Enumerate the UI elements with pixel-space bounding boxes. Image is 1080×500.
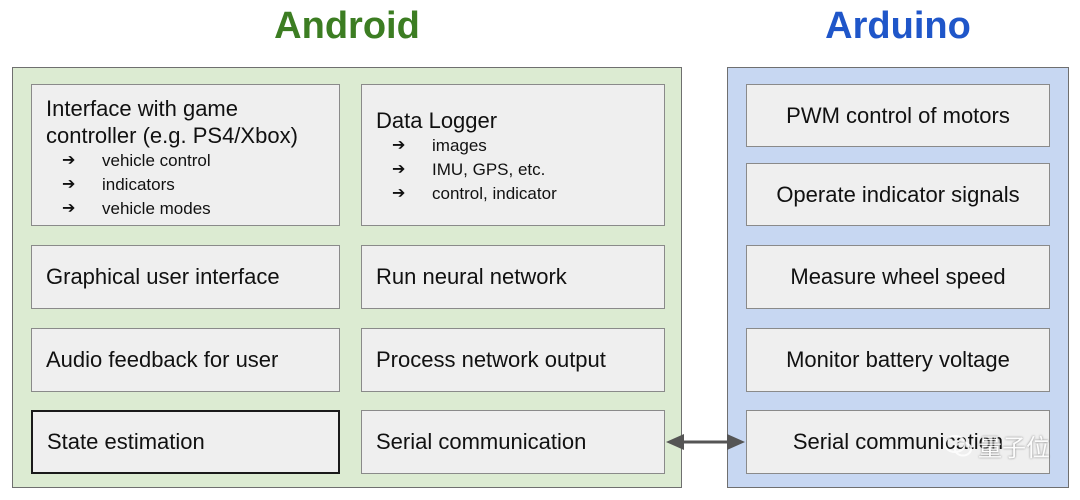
- arrow-icon: ➔: [62, 152, 76, 169]
- data-logger-list: ➔images ➔IMU, GPS, etc. ➔control, indica…: [376, 134, 650, 206]
- wheel-speed-box: Measure wheel speed: [746, 245, 1050, 309]
- arduino-serial-box: Serial communication: [746, 410, 1050, 474]
- game-controller-heading: Interface with game controller (e.g. PS4…: [46, 96, 298, 148]
- list-item: ➔vehicle modes: [46, 197, 325, 221]
- indicator-signals-label: Operate indicator signals: [776, 181, 1020, 207]
- arrowhead-left-icon: [666, 434, 684, 450]
- process-output-box: Process network output: [361, 328, 665, 392]
- watermark: 量子位: [944, 428, 1050, 463]
- state-estimation-box: State estimation: [31, 410, 340, 474]
- arrow-icon: ➔: [392, 185, 406, 202]
- arduino-serial-label: Serial communication: [792, 429, 1004, 454]
- gui-label: Graphical user interface: [46, 264, 280, 289]
- list-item: ➔control, indicator: [376, 182, 650, 206]
- gui-box: Graphical user interface: [31, 245, 340, 309]
- battery-voltage-label: Monitor battery voltage: [786, 347, 1010, 372]
- list-item: ➔indicators: [46, 173, 325, 197]
- list-item: ➔images: [376, 134, 650, 158]
- wheel-speed-label: Measure wheel speed: [790, 264, 1006, 289]
- neural-network-box: Run neural network: [361, 245, 665, 309]
- arrow-icon: ➔: [392, 137, 406, 154]
- battery-voltage-box: Monitor battery voltage: [746, 328, 1050, 392]
- game-controller-box: Interface with game controller (e.g. PS4…: [31, 84, 340, 226]
- neural-network-label: Run neural network: [376, 264, 567, 289]
- process-output-label: Process network output: [376, 347, 606, 372]
- arduino-title: Arduino: [825, 5, 971, 47]
- audio-feedback-label: Audio feedback for user: [46, 347, 279, 372]
- list-item: ➔vehicle control: [46, 149, 325, 173]
- pwm-label: PWM control of motors: [786, 102, 1010, 128]
- android-title: Android: [274, 5, 420, 47]
- arrow-icon: ➔: [62, 176, 76, 193]
- indicator-signals-box: Operate indicator signals: [746, 163, 1050, 226]
- state-estimation-label: State estimation: [47, 429, 205, 454]
- watermark-text: 量子位: [978, 435, 1050, 462]
- wechat-icon: [944, 434, 972, 456]
- game-controller-list: ➔vehicle control ➔indicators ➔vehicle mo…: [46, 149, 325, 221]
- android-serial-label: Serial communication: [376, 429, 587, 454]
- data-logger-heading: Data Logger: [376, 108, 498, 133]
- arrow-icon: ➔: [392, 161, 406, 178]
- android-serial-box: Serial communication: [361, 410, 665, 474]
- list-item: ➔IMU, GPS, etc.: [376, 158, 650, 182]
- pwm-box: PWM control of motors: [746, 84, 1050, 147]
- data-logger-box: Data Logger ➔images ➔IMU, GPS, etc. ➔con…: [361, 84, 665, 226]
- audio-feedback-box: Audio feedback for user: [31, 328, 340, 392]
- arrowhead-right-icon: [727, 434, 745, 450]
- arrow-icon: ➔: [62, 200, 76, 217]
